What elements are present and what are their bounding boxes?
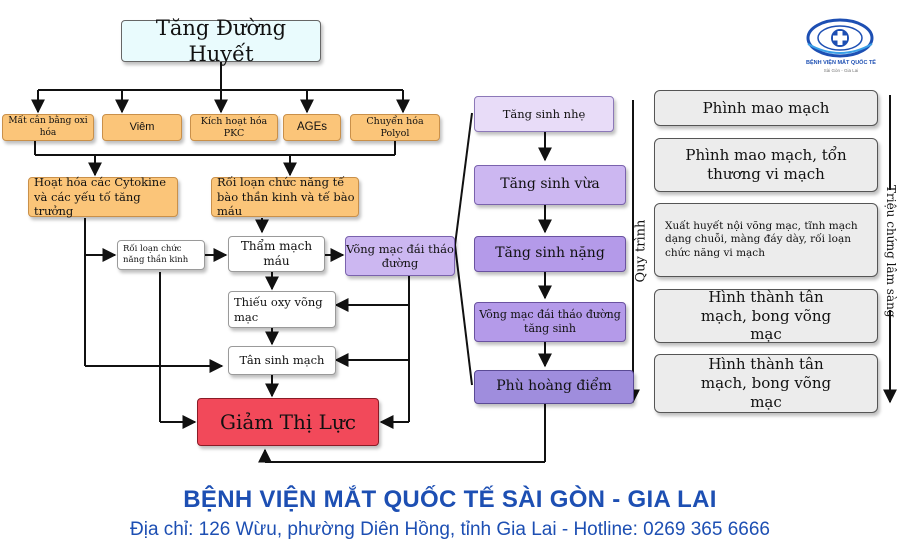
footer-title: BỆNH VIỆN MẮT QUỐC TẾ SÀI GÒN - GIA LAI (183, 486, 717, 513)
retinopathy-node: Võng mạc đái tháo đường (345, 236, 455, 276)
neuro-dysfunction-node: Rối loạn chức năng thần kinh (117, 240, 205, 270)
stage-mild: Tăng sinh nhẹ (474, 96, 614, 132)
cause-ages: AGEs (283, 114, 341, 141)
footer-address: Địa chỉ: 126 Wừu, phường Diên Hồng, tỉnh… (130, 519, 770, 540)
mediator-cytokine: Hoạt hóa các Cytokine và các yếu tố tăng… (28, 175, 178, 218)
logo-hospital-name: BỆNH VIỆN MẮT QUỐC TẾ (806, 60, 876, 66)
mediator-neuro-blood: Rối loạn chức năng tế bào thần kinh và t… (211, 175, 359, 218)
neovascular-node: Tân sinh mạch (228, 346, 336, 375)
symptom-axis-label: Triệu chứng lâm sàng (884, 185, 898, 318)
stage-severe: Tăng sinh nặng (474, 236, 626, 272)
root-node: Tăng Đường Huyết (121, 16, 321, 66)
stage-proliferative: Võng mạc đái tháo đường tăng sinh (474, 302, 626, 342)
logo-hospital-sub: Sài Gòn - Gia Lai (823, 68, 859, 73)
hypoxia-node: Thiếu oxy võng mạc (228, 291, 336, 328)
cause-pkc: Kích hoạt hóa PKC (190, 114, 278, 141)
symptom-3: Xuất huyết nội võng mạc, tĩnh mạch dạng … (654, 203, 878, 277)
vascular-leak-node: Thẩm mạch máu (228, 236, 325, 272)
symptom-1: Phình mao mạch (654, 90, 878, 126)
cause-oxidative: Mất cân bằng oxi hóa (2, 114, 94, 141)
cause-polyol: Chuyển hóa Polyol (350, 114, 440, 141)
symptom-4: Hình thành tân mạch, bong võng mạc (654, 288, 878, 343)
process-axis-label: Quy trình (633, 219, 649, 283)
outcome-vision-loss: Giảm Thị Lực (197, 398, 379, 446)
cause-inflammation: Viêm (102, 114, 182, 141)
symptom-2: Phình mao mạch, tổn thương vi mạch (654, 138, 878, 192)
stage-moderate: Tăng sinh vừa (474, 165, 626, 205)
symptom-5: Hình thành tân mạch, bong võng mạc (654, 354, 878, 413)
hospital-eye-logo-icon (806, 18, 874, 58)
stage-macular-edema: Phù hoàng điểm (474, 370, 634, 404)
